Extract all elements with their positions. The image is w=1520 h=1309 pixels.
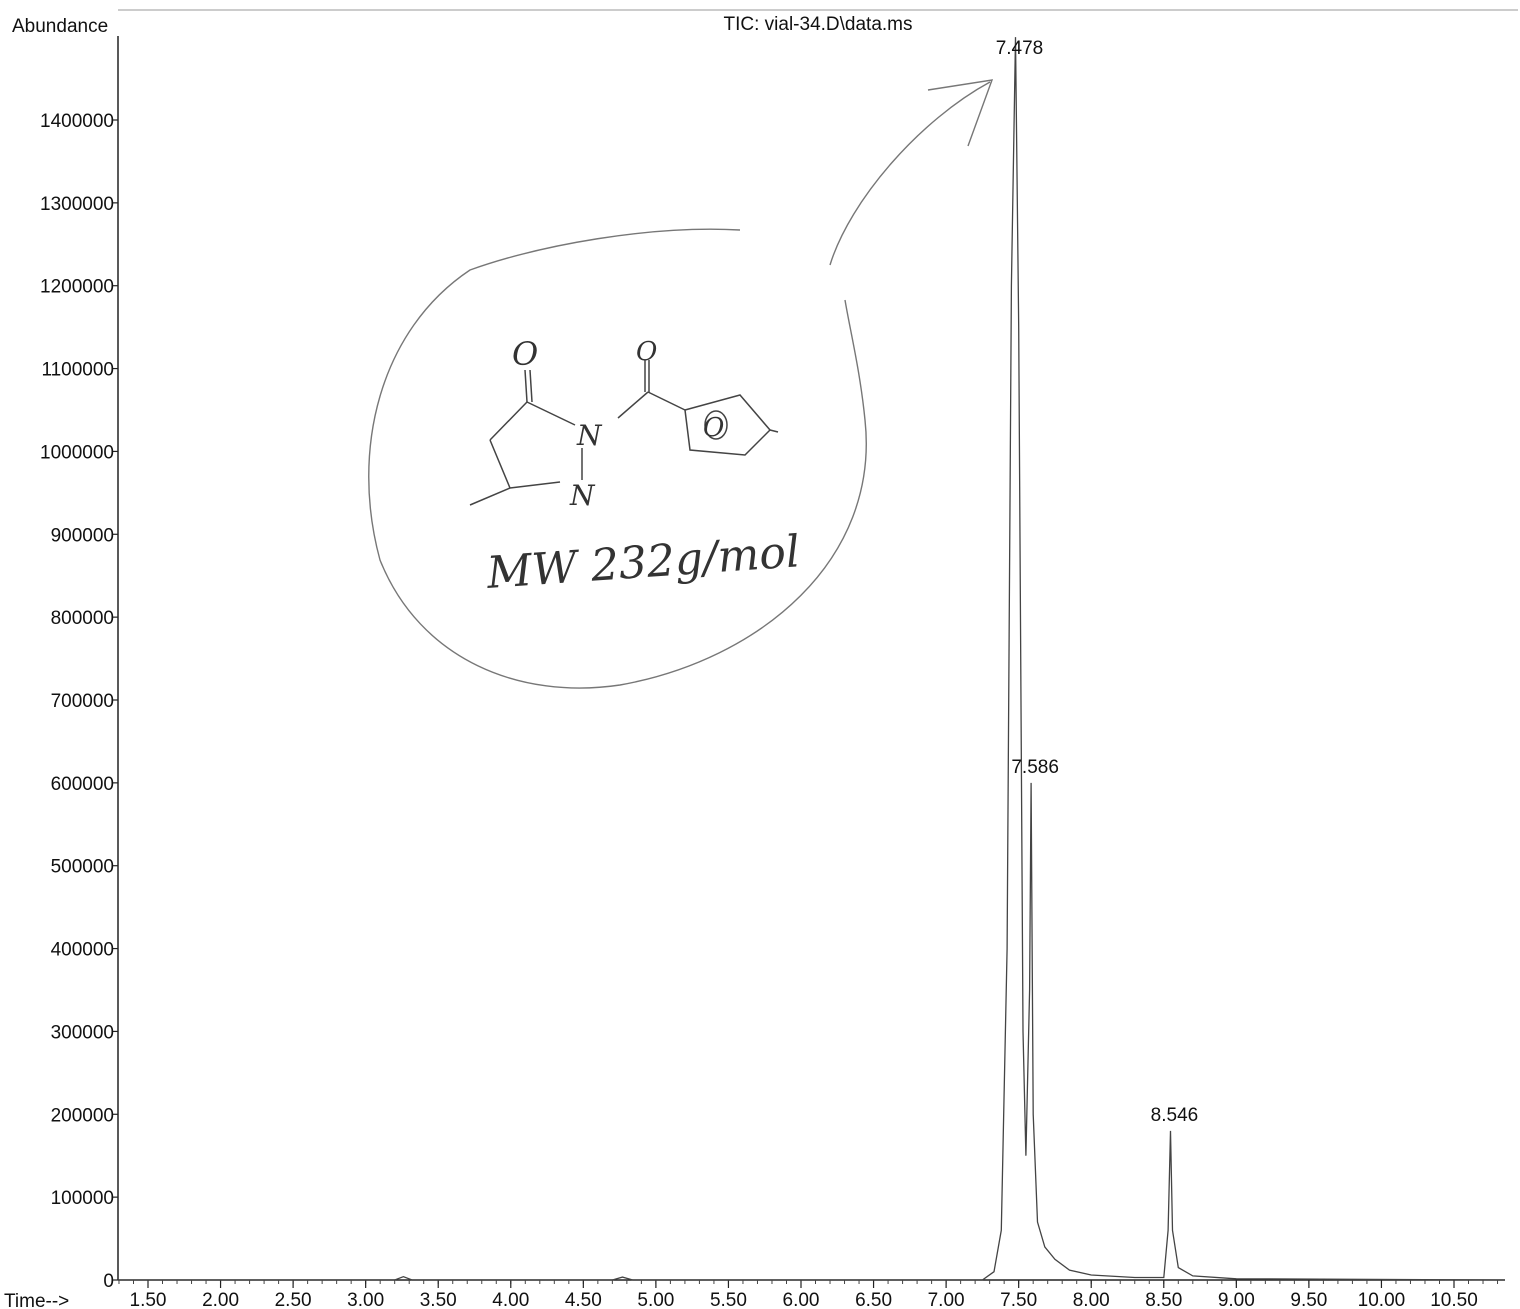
molecule-structure-drawing [469, 360, 779, 506]
structure-atom-o-carbonyl: O [636, 337, 657, 367]
x-tick-label: 7.50 [1000, 1290, 1037, 1309]
y-axis-ticks: 0 100000 200000 300000 400000 500000 600000 700… [40, 111, 118, 1292]
structure-atom-n1: N [576, 419, 603, 452]
structure-atom-o-ring: O [512, 335, 538, 373]
x-axis-ticks: 1.50 2.00 2.50 3.00 3.50 4.00 4.50 5.00 5.50 6.00… [118, 1280, 1499, 1309]
x-tick-label: 6.50 [855, 1290, 892, 1309]
annotation-loop [368, 228, 867, 689]
y-tick-label: 300000 [51, 1022, 114, 1043]
x-tick-label: 5.50 [710, 1290, 747, 1309]
peak-label: 8.546 [1151, 1105, 1199, 1126]
x-tick-label: 3.50 [420, 1290, 457, 1309]
y-axis-title: Abundance [12, 16, 108, 37]
annotation-arrow-head [927, 79, 994, 147]
y-tick-label: 500000 [51, 857, 114, 878]
peak-label: 7.586 [1011, 757, 1059, 778]
tic-trace-line [118, 37, 1506, 1281]
chart-title: TIC: vial-34.D\data.ms [724, 14, 913, 35]
y-tick-label: 100000 [51, 1188, 114, 1209]
x-tick-label: 5.00 [637, 1290, 674, 1309]
x-tick-label: 8.00 [1073, 1290, 1110, 1309]
x-axis-title: Time--> [4, 1291, 69, 1309]
y-tick-label: 1200000 [40, 277, 114, 298]
y-tick-label: 900000 [51, 525, 114, 546]
x-tick-label: 8.50 [1145, 1290, 1182, 1309]
x-tick-label: 2.50 [275, 1290, 312, 1309]
y-tick-label: 1000000 [40, 442, 114, 463]
x-tick-label: 6.00 [783, 1290, 820, 1309]
x-tick-label: 10.00 [1358, 1290, 1406, 1309]
x-tick-label: 2.00 [202, 1290, 239, 1309]
x-tick-label: 9.00 [1218, 1290, 1255, 1309]
y-tick-label: 1100000 [41, 360, 114, 381]
structure-atom-n2: N [569, 479, 596, 512]
y-tick-label: 1300000 [40, 194, 114, 215]
peak-label: 7.478 [996, 38, 1044, 59]
structure-ring-circle-o: O [703, 413, 724, 443]
y-tick-label: 400000 [51, 940, 114, 961]
handwritten-annotation: O N N O O MW 232g/mol [368, 79, 994, 689]
x-tick-label: 4.00 [492, 1290, 529, 1309]
y-tick-label: 200000 [51, 1105, 114, 1126]
y-tick-label: 700000 [51, 691, 114, 712]
x-tick-label: 10.50 [1430, 1290, 1478, 1309]
x-tick-label: 3.00 [347, 1290, 384, 1309]
y-tick-label: 600000 [51, 774, 114, 795]
y-tick-label: 0 [103, 1271, 114, 1292]
handwritten-molecular-weight: MW 232g/mol [484, 526, 801, 599]
x-tick-label: 4.50 [565, 1290, 602, 1309]
y-tick-label: 800000 [51, 608, 114, 629]
x-tick-label: 1.50 [130, 1290, 167, 1309]
y-tick-label: 1400000 [40, 111, 114, 132]
x-tick-label: 9.50 [1290, 1290, 1327, 1309]
peak-labels: 7.478 7.586 8.546 [996, 38, 1199, 1126]
annotation-arrow-shaft [829, 81, 991, 266]
x-tick-label: 7.00 [928, 1290, 965, 1309]
